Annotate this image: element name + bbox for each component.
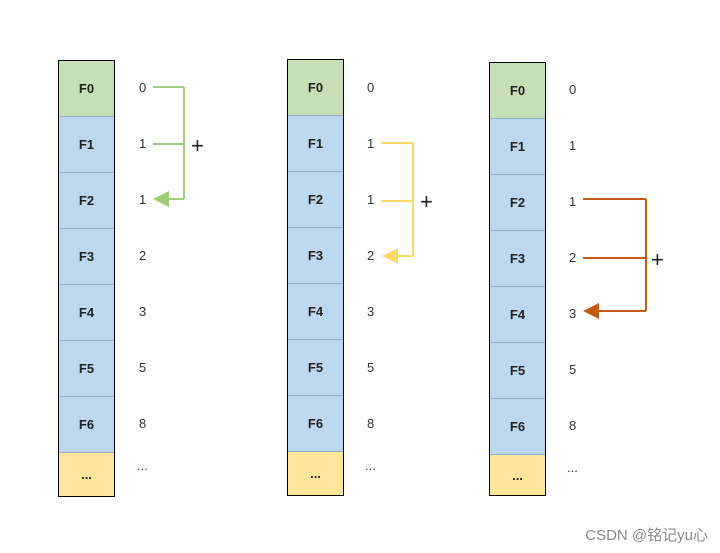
arrow-yellow [381, 142, 414, 264]
value-f1: 1 [569, 138, 577, 153]
cell-f4: F4 [288, 284, 343, 340]
value-f3: 2 [367, 248, 375, 263]
cell-ellipsis: ... [490, 455, 545, 495]
cell-f0: F0 [490, 63, 545, 119]
value-f5: 5 [367, 360, 375, 375]
cell-f1: F1 [490, 119, 545, 175]
value-ellipsis: ... [567, 460, 578, 475]
value-f4: 3 [569, 306, 577, 321]
value-ellipsis: ... [137, 458, 148, 473]
value-f3: 2 [139, 248, 147, 263]
value-f1: 1 [367, 136, 375, 151]
value-ellipsis: ... [365, 458, 376, 473]
cell-f4: F4 [59, 285, 114, 341]
cell-f6: F6 [490, 399, 545, 455]
cell-f2: F2 [490, 175, 545, 231]
value-f5: 5 [569, 362, 577, 377]
cell-f5: F5 [490, 343, 545, 399]
value-f4: 3 [367, 304, 375, 319]
cell-f0: F0 [288, 60, 343, 116]
value-f6: 8 [367, 416, 375, 431]
value-f0: 0 [569, 82, 577, 97]
cell-f2: F2 [59, 173, 114, 229]
cell-f5: F5 [59, 341, 114, 397]
plus-sign-2: + [420, 189, 433, 214]
cell-f3: F3 [490, 231, 545, 287]
cell-f1: F1 [59, 117, 114, 173]
value-f1: 1 [139, 136, 147, 151]
array-column-1: F0 F1 F2 F3 F4 F5 F6 ... [58, 60, 115, 497]
cell-f4: F4 [490, 287, 545, 343]
cell-f6: F6 [288, 396, 343, 452]
array-column-3: F0 F1 F2 F3 F4 F5 F6 ... [489, 62, 546, 496]
value-f0: 0 [139, 80, 147, 95]
cell-f1: F1 [288, 116, 343, 172]
cell-f3: F3 [59, 229, 114, 285]
cell-f3: F3 [288, 228, 343, 284]
value-f4: 3 [139, 304, 147, 319]
plus-sign-1: + [191, 133, 204, 158]
cell-f2: F2 [288, 172, 343, 228]
value-f2: 1 [569, 194, 577, 209]
arrow-orange [583, 198, 647, 319]
array-column-2: F0 F1 F2 F3 F4 F5 F6 ... [287, 59, 344, 496]
cell-f5: F5 [288, 340, 343, 396]
value-f2: 1 [139, 192, 147, 207]
watermark: CSDN @铭记yu心 [585, 527, 708, 544]
cell-f0: F0 [59, 61, 114, 117]
value-f6: 8 [569, 418, 577, 433]
value-f5: 5 [139, 360, 147, 375]
cell-ellipsis: ... [59, 453, 114, 496]
value-f2: 1 [367, 192, 375, 207]
cell-f6: F6 [59, 397, 114, 453]
value-f6: 8 [139, 416, 147, 431]
value-f0: 0 [367, 80, 375, 95]
value-f3: 2 [569, 250, 577, 265]
cell-ellipsis: ... [288, 452, 343, 495]
arrow-green [153, 86, 185, 207]
plus-sign-3: + [651, 247, 664, 272]
